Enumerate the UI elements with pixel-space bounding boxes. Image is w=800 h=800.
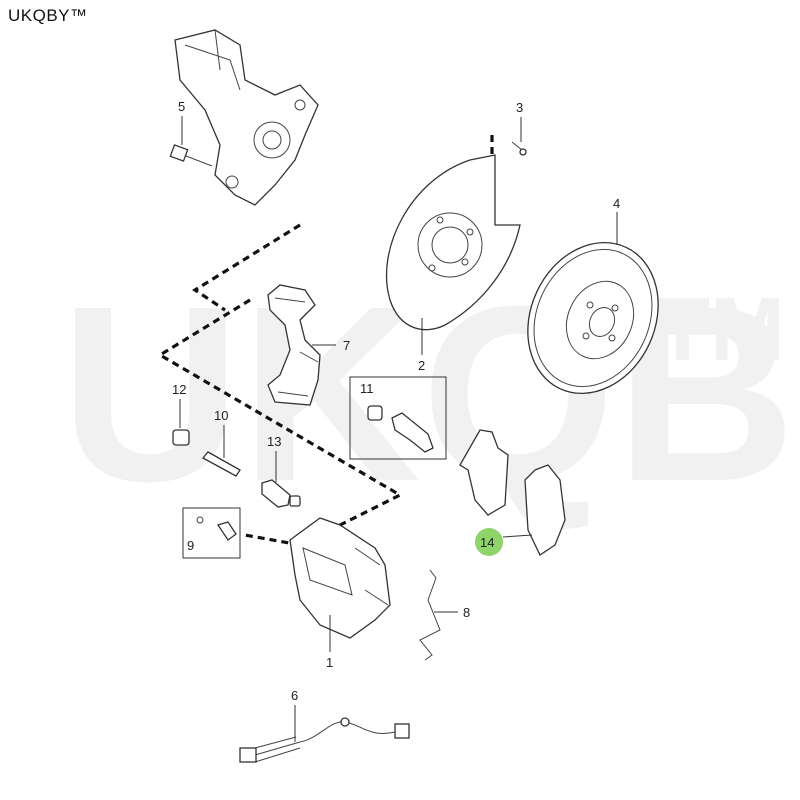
brake-disc-4 <box>527 241 659 395</box>
callout-11: 11 <box>360 381 374 396</box>
callout-14: 14 <box>480 535 494 550</box>
callout-9: 9 <box>187 538 194 553</box>
guide-set-11 <box>349 376 447 460</box>
spring-8 <box>419 569 441 661</box>
guide-pin-10 <box>201 451 241 477</box>
steering-knuckle <box>174 29 319 206</box>
bushing-13 <box>261 479 301 508</box>
caliper-bracket-7 <box>267 284 321 406</box>
callout-8: 8 <box>463 605 470 620</box>
caliper-1 <box>289 517 391 639</box>
brake-pads-14 <box>459 429 566 556</box>
callout-6: 6 <box>291 688 298 703</box>
callout-14-highlight: 14 <box>475 528 503 556</box>
highlight-circle <box>475 528 503 556</box>
callout-5: 5 <box>178 99 185 114</box>
screw-3 <box>511 141 527 156</box>
wear-sensor-6 <box>239 717 410 763</box>
callout-2: 2 <box>418 358 425 373</box>
cap-12 <box>172 429 190 446</box>
leader-lines <box>179 116 618 742</box>
callout-1: 1 <box>326 655 333 670</box>
callout-7: 7 <box>343 338 350 353</box>
bleeder-9 <box>182 507 241 559</box>
bolt-5 <box>169 144 213 167</box>
callout-4: 4 <box>613 196 620 211</box>
callout-12: 12 <box>172 382 186 397</box>
callout-10: 10 <box>214 408 228 423</box>
watermark-tm: TM <box>655 280 785 380</box>
dust-shield-2 <box>385 154 521 331</box>
brand-label: UKQBY™ <box>8 6 88 25</box>
callout-13: 13 <box>267 434 281 449</box>
callout-3: 3 <box>516 100 523 115</box>
